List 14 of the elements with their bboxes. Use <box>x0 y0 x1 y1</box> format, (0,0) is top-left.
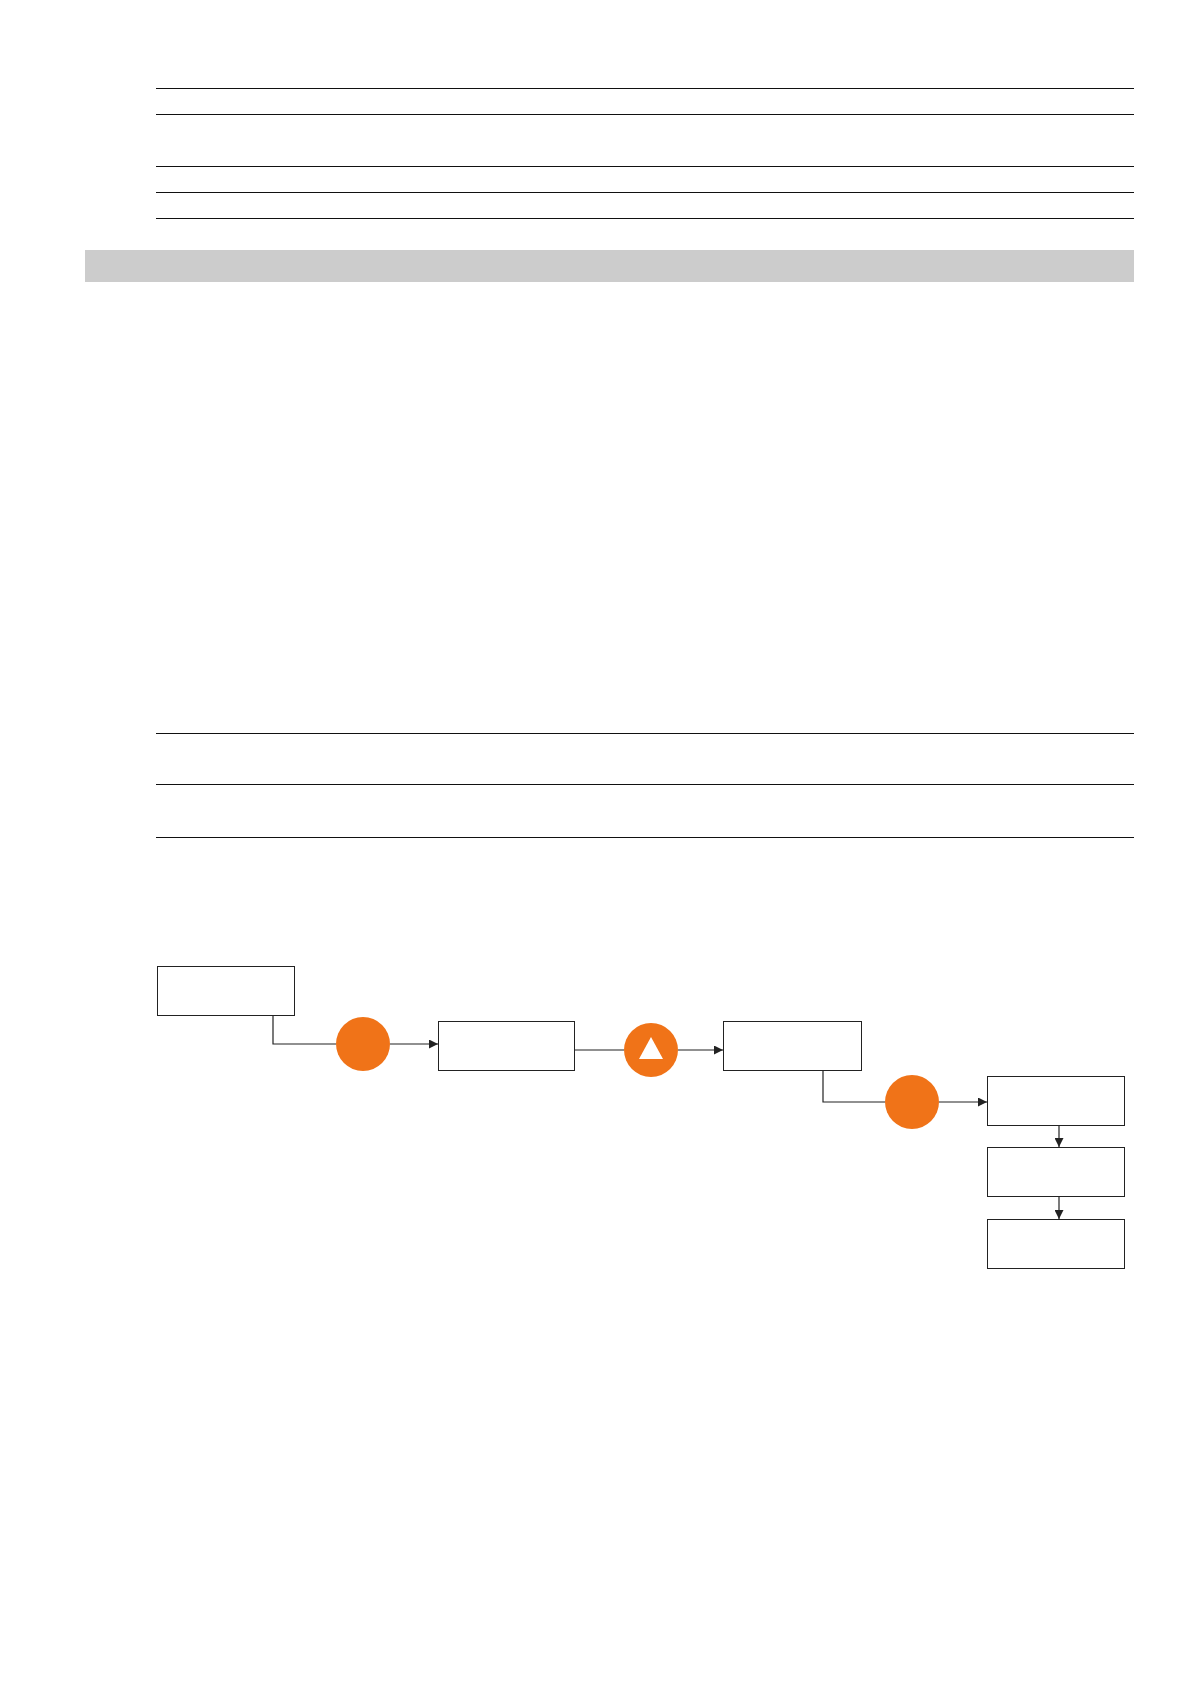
process-box <box>987 1219 1125 1269</box>
arrow <box>1054 1196 1064 1220</box>
arrow <box>677 1045 724 1055</box>
process-box <box>987 1147 1125 1197</box>
process-box <box>157 966 295 1016</box>
arrow <box>938 1097 988 1107</box>
connector-line <box>574 1049 625 1051</box>
arrow <box>1054 1125 1064 1148</box>
connector-line <box>822 1070 886 1103</box>
arrow <box>389 1039 439 1049</box>
connector-line <box>272 1015 337 1045</box>
process-box <box>438 1021 575 1071</box>
process-box <box>987 1076 1125 1126</box>
process-box <box>723 1021 862 1071</box>
